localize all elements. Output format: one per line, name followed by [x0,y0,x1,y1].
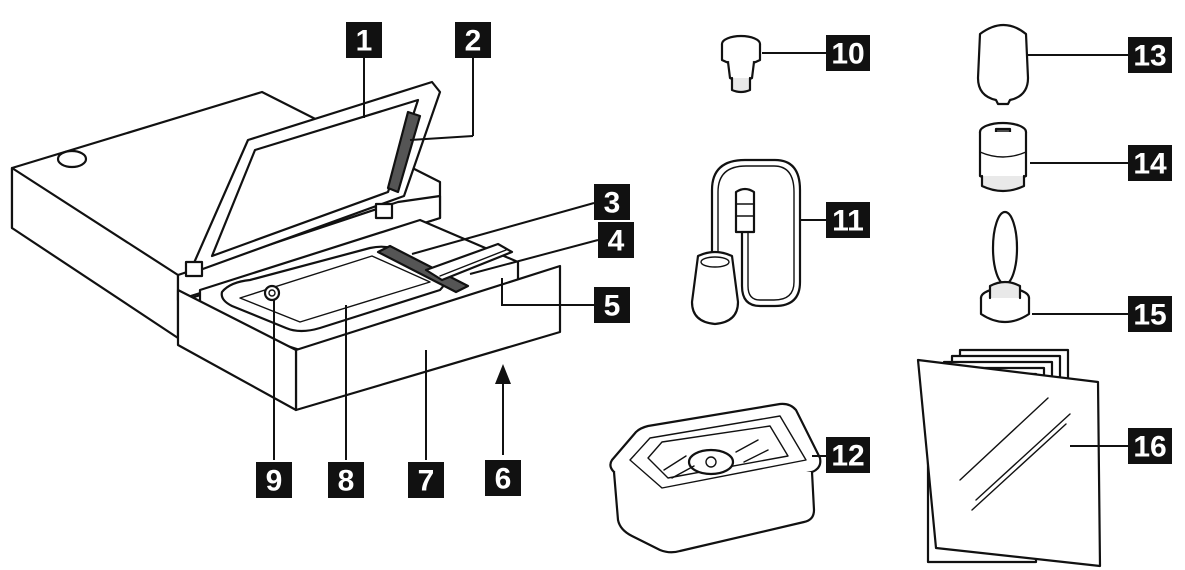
callout-label-13: 13 [1128,37,1172,73]
callout-label-16: 16 [1128,428,1172,464]
callout-number: 2 [465,25,482,58]
vacuum-container-part [609,402,822,554]
callout-number: 9 [266,465,283,498]
callout-number: 4 [608,225,625,258]
callout-number: 11 [832,205,864,238]
callout-number: 15 [1133,299,1166,332]
callout-label-5: 5 [594,287,630,323]
callout-number: 8 [338,465,355,498]
callout-label-15: 15 [1128,296,1172,332]
callout-number: 13 [1133,40,1166,73]
stopper-part [978,121,1028,193]
callout-label-8: 8 [328,462,364,498]
callout-number: 1 [356,25,373,58]
callout-label-4: 4 [598,222,634,258]
valve-with-loop-part [979,210,1031,324]
vacuum-sealer-drawer-unit [10,80,562,412]
callout-number: 14 [1133,148,1167,181]
callout-label-14: 14 [1128,145,1172,181]
callout-label-6: 6 [485,460,521,496]
callout-label-10: 10 [826,35,870,71]
callout-label-9: 9 [256,462,292,498]
callout-number: 10 [831,38,864,71]
callout-label-12: 12 [826,437,870,473]
vacuum-hose-part [690,158,802,326]
callout-label-3: 3 [594,184,630,220]
vacuum-bags-part [916,348,1102,568]
callout-number: 12 [831,440,864,473]
callout-label-7: 7 [408,462,444,498]
callout-label-1: 1 [346,22,382,58]
callout-number: 3 [604,187,621,220]
callout-number: 5 [604,290,621,323]
adapter-fitting-part [720,34,762,94]
callout-number: 16 [1133,431,1166,464]
callout-label-2: 2 [455,22,491,58]
callout-number: 6 [495,463,512,496]
callout-number: 7 [418,465,435,498]
lid-cap-part [976,23,1030,106]
callout-label-11: 11 [826,202,870,238]
